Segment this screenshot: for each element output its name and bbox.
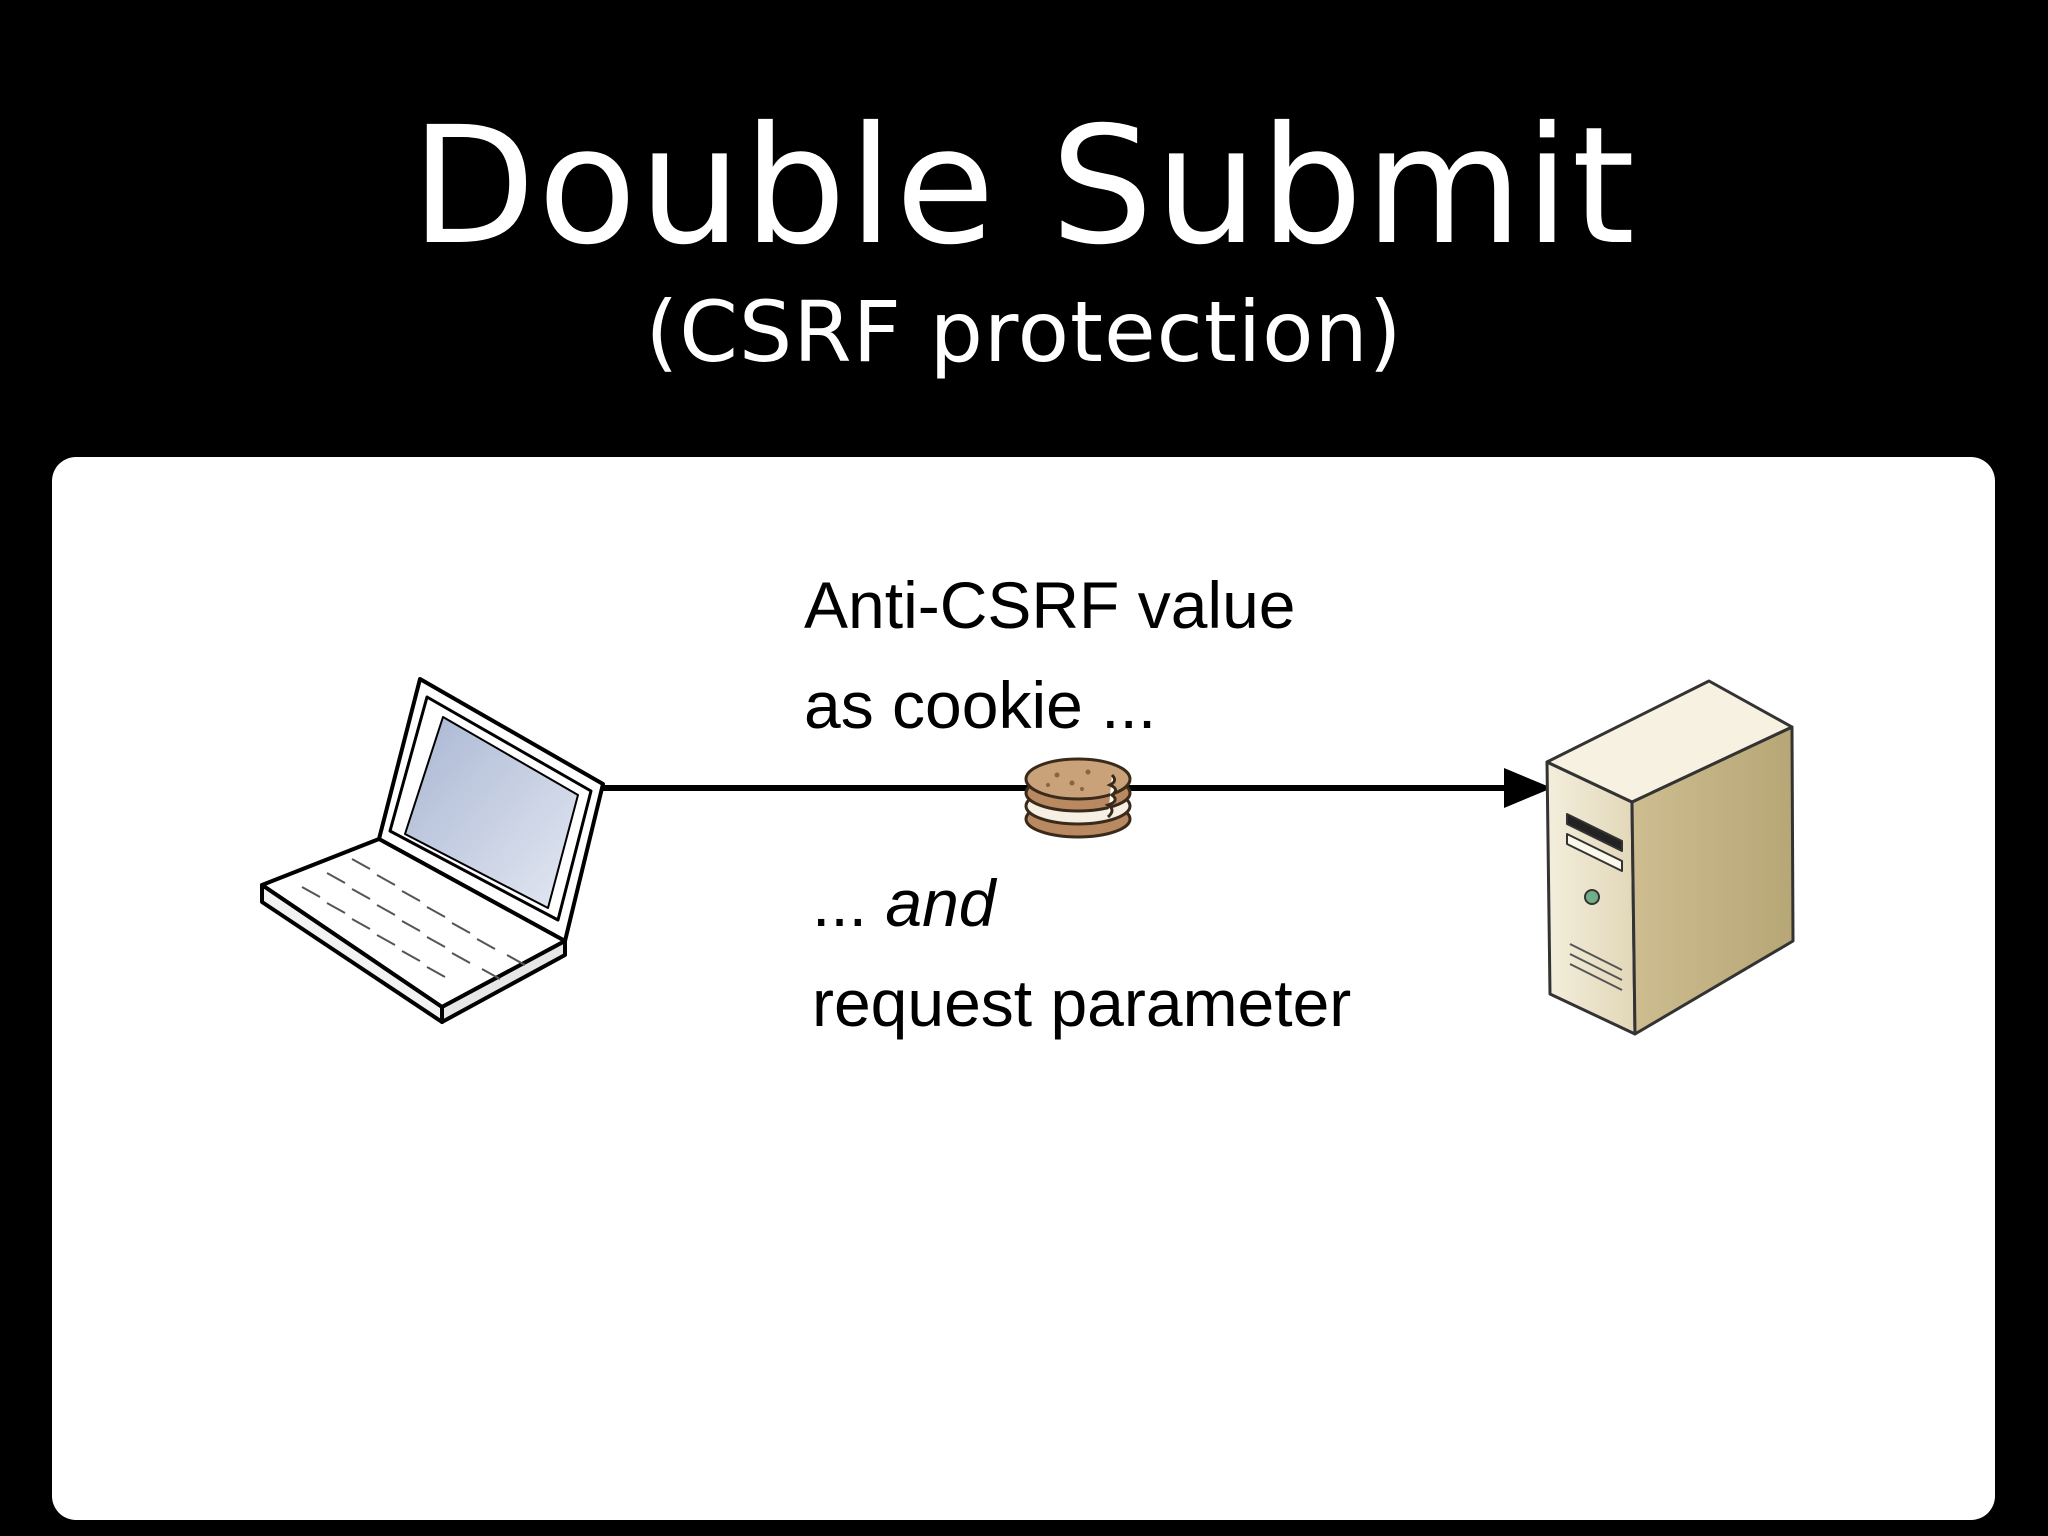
diagram-panel: Anti-CSRF value as cookie ... ... and re… <box>52 457 1995 1520</box>
parameter-label-prefix: ... <box>812 866 886 940</box>
cookie-label: Anti-CSRF value as cookie ... <box>804 555 1296 755</box>
cookie-icon <box>1024 757 1132 839</box>
cookie-label-line1: Anti-CSRF value <box>804 568 1296 642</box>
laptop-icon <box>260 677 605 1024</box>
parameter-label-line2: request parameter <box>812 966 1352 1040</box>
parameter-label-emphasis: and <box>885 866 996 940</box>
slide-title: Double Submit <box>410 93 1638 281</box>
cookie-label-line2: as cookie ... <box>804 668 1157 742</box>
diagram-canvas <box>260 677 1795 1036</box>
slide-subtitle: (CSRF protection) <box>645 283 1403 381</box>
server-icon <box>1545 679 1795 1036</box>
parameter-label-line1: ... and <box>812 853 1351 953</box>
parameter-label: ... and request parameter <box>812 853 1351 1053</box>
